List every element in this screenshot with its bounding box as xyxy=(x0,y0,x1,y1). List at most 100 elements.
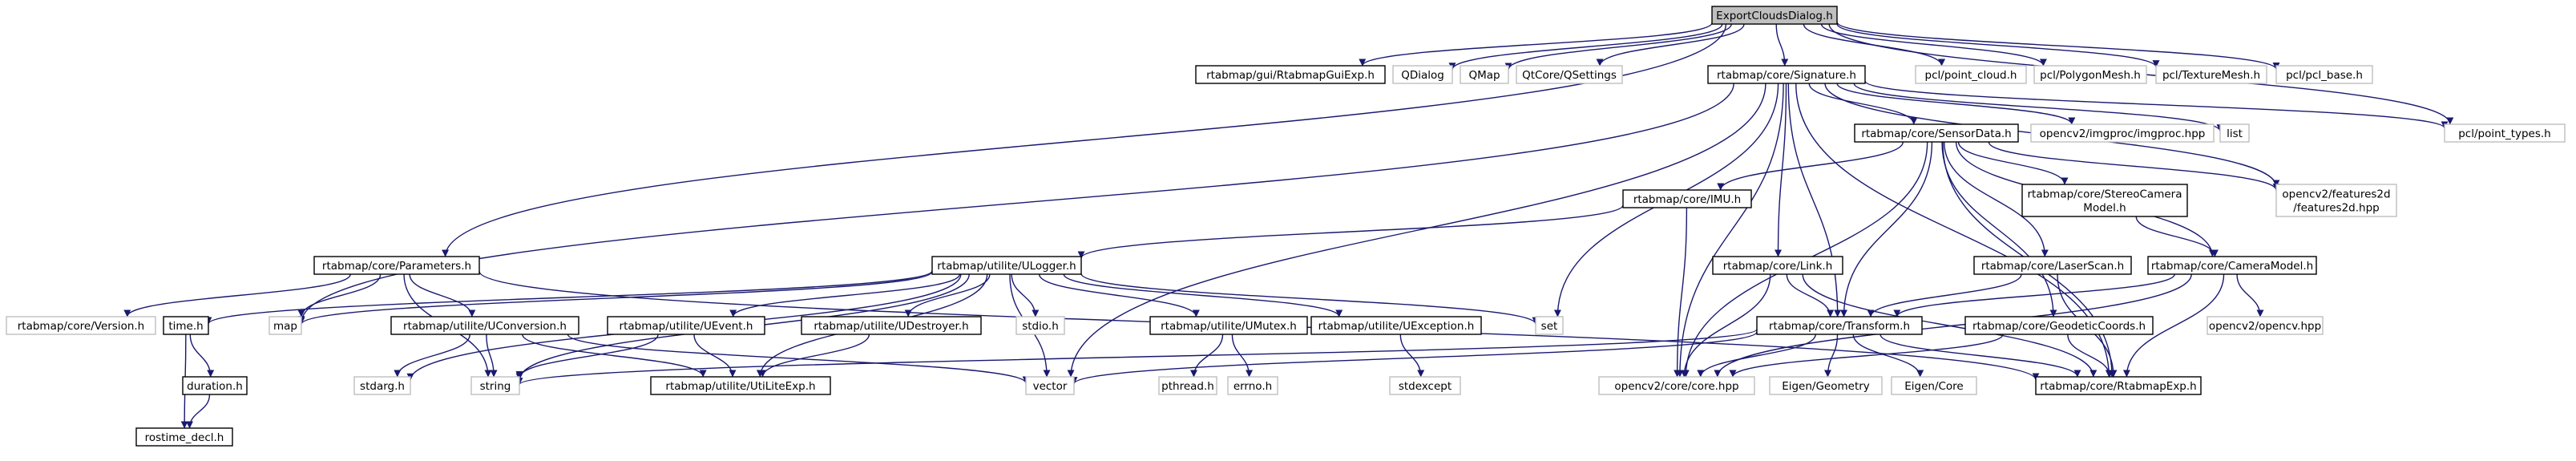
node-cameramodel[interactable]: rtabmap/core/CameraModel.h xyxy=(2147,256,2317,275)
node-box-qdialog xyxy=(1392,65,1453,84)
edge-uconversion-to-vector xyxy=(567,334,1030,384)
node-label-rostime: rostime_decl.h xyxy=(145,431,224,444)
node-rostime[interactable]: rostime_decl.h xyxy=(135,427,233,447)
node-box-version xyxy=(6,316,156,335)
node-signature[interactable]: rtabmap/core/Signature.h xyxy=(1707,65,1866,84)
edge-ulogger-to-uexception xyxy=(1063,273,1343,317)
node-umutex[interactable]: rtabmap/utilite/UMutex.h xyxy=(1149,316,1308,335)
node-label-texturemesh: pcl/TextureMesh.h xyxy=(2162,69,2260,82)
node-box-transform xyxy=(1756,316,1923,335)
node-label-sensordata: rtabmap/core/SensorData.h xyxy=(1861,127,2011,140)
node-label-imu: rtabmap/core/IMU.h xyxy=(1633,193,1741,206)
node-rtabmapexp[interactable]: rtabmap/core/RtabmapExp.h xyxy=(2035,376,2202,395)
edge-umutex-to-errno xyxy=(1231,334,1254,378)
node-pclbase: pcl/pcl_base.h xyxy=(2275,65,2373,84)
node-label-set: set xyxy=(1541,320,1558,333)
edge-signature-to-pointtypes xyxy=(1864,80,2449,129)
node-label-opencvhpp: opencv2/opencv.hpp xyxy=(2209,320,2321,333)
node-box-uexception xyxy=(1310,316,1482,335)
edge-link-to-transform xyxy=(1786,273,1835,317)
node-label-eigencore: Eigen/Core xyxy=(1904,380,1964,393)
node-box-stdio xyxy=(1015,316,1065,335)
node-label-stereo-line-2: Model.h xyxy=(2083,202,2126,215)
node-box-opencvhpp xyxy=(2207,316,2324,335)
node-texturemesh: pcl/TextureMesh.h xyxy=(2155,65,2267,84)
node-box-list xyxy=(2219,123,2250,143)
node-uliteexp[interactable]: rtabmap/utilite/UtiLiteExp.h xyxy=(650,376,831,395)
node-root[interactable]: ExportCloudsDialog.h xyxy=(1711,6,1838,25)
node-label-duration: duration.h xyxy=(187,380,243,393)
node-uexception[interactable]: rtabmap/utilite/UException.h xyxy=(1310,316,1482,335)
node-sensordata[interactable]: rtabmap/core/SensorData.h xyxy=(1854,123,2019,143)
node-uconversion[interactable]: rtabmap/utilite/UConversion.h xyxy=(390,316,579,335)
node-box-stdarg xyxy=(353,376,411,395)
node-label-corehpp: opencv2/core/core.hpp xyxy=(1614,380,1738,393)
node-label-uliteexp: rtabmap/utilite/UtiLiteExp.h xyxy=(665,380,815,393)
node-label-map: map xyxy=(273,320,297,333)
edge-cameramodel-to-transform xyxy=(1893,273,2175,317)
node-link[interactable]: rtabmap/core/Link.h xyxy=(1712,256,1843,275)
edge-ulogger-to-map xyxy=(297,271,933,325)
node-label-signature: rtabmap/core/Signature.h xyxy=(1717,69,1856,82)
node-box-pointcloud xyxy=(1915,65,2027,84)
node-box-geodetic xyxy=(1964,316,2154,335)
node-qmap: QMap xyxy=(1460,65,1509,84)
node-pthread: pthread.h xyxy=(1158,376,1217,395)
edge-signature-to-sensordata xyxy=(1808,83,1918,125)
edge-laserscan-to-transform xyxy=(1867,273,2022,317)
edge-ulogger-to-time xyxy=(204,270,933,325)
node-box-polygonmesh xyxy=(2033,65,2147,84)
node-transform[interactable]: rtabmap/core/Transform.h xyxy=(1756,316,1923,335)
node-stdarg: stdarg.h xyxy=(353,376,411,395)
node-pointcloud: pcl/point_cloud.h xyxy=(1915,65,2027,84)
node-box-uliteexp xyxy=(650,376,831,395)
edge-sensordata-to-features2d xyxy=(1988,141,2280,191)
node-corehpp: opencv2/core/core.hpp xyxy=(1598,376,1755,395)
node-guiexp[interactable]: rtabmap/gui/RtabmapGuiExp.h xyxy=(1195,65,1386,84)
node-label-transform: rtabmap/core/Transform.h xyxy=(1769,320,1910,333)
node-box-pointtypes xyxy=(2444,123,2566,143)
node-imu[interactable]: rtabmap/core/IMU.h xyxy=(1622,189,1752,208)
node-ulogger[interactable]: rtabmap/utilite/ULogger.h xyxy=(931,256,1082,275)
edge-sensordata-to-laserscan xyxy=(1943,141,2049,257)
node-box-eigencore xyxy=(1891,376,1977,395)
edge-root-to-polygonmesh xyxy=(1820,23,2047,67)
node-box-stdexcept xyxy=(1389,376,1461,395)
node-qsettings: QtCore/QSettings xyxy=(1516,65,1623,84)
node-box-pthread xyxy=(1158,376,1217,395)
node-box-signature xyxy=(1707,65,1866,84)
edge-link-to-corehpp xyxy=(1680,273,1771,378)
node-geodetic[interactable]: rtabmap/core/GeodeticCoords.h xyxy=(1964,316,2154,335)
node-duration[interactable]: duration.h xyxy=(182,376,248,395)
node-box-rostime xyxy=(135,427,233,447)
edge-root-to-signature xyxy=(1775,23,1789,67)
node-box-cameramodel xyxy=(2147,256,2317,275)
edge-transform-to-eigengeom xyxy=(1823,334,1839,378)
node-uevent[interactable]: rtabmap/utilite/UEvent.h xyxy=(607,316,765,335)
edge-cameramodel-to-rtabmapexp xyxy=(2122,273,2225,378)
node-box-umutex xyxy=(1149,316,1308,335)
node-parameters[interactable]: rtabmap/core/Parameters.h xyxy=(313,256,480,275)
node-laserscan[interactable]: rtabmap/core/LaserScan.h xyxy=(1973,256,2132,275)
node-udestroyer[interactable]: rtabmap/utilite/UDestroyer.h xyxy=(801,316,982,335)
node-label-guiexp: rtabmap/gui/RtabmapGuiExp.h xyxy=(1206,69,1375,82)
node-label-link: rtabmap/core/Link.h xyxy=(1723,260,1833,273)
edge-root-to-texturemesh xyxy=(1836,23,2160,68)
node-label-cameramodel: rtabmap/core/CameraModel.h xyxy=(2151,260,2313,273)
node-time[interactable]: time.h xyxy=(163,316,209,335)
edge-root-to-parameters xyxy=(442,23,1727,257)
node-label-string: string xyxy=(480,380,511,393)
edge-parameters-to-map xyxy=(297,273,382,317)
node-box-uconversion xyxy=(390,316,579,335)
node-label-qdialog: QDialog xyxy=(1401,69,1444,82)
edge-time-to-duration xyxy=(189,334,215,378)
edge-geodetic-to-rtabmapexp xyxy=(2067,334,2114,378)
edge-ulogger-to-umutex xyxy=(1038,273,1200,317)
node-label-pointcloud: pcl/point_cloud.h xyxy=(1925,69,2017,82)
node-map: map xyxy=(269,316,302,335)
edge-root-to-pclbase xyxy=(1836,22,2280,70)
node-box-imu xyxy=(1622,189,1752,208)
edge-transform-to-string xyxy=(515,329,1758,386)
node-box-guiexp xyxy=(1195,65,1386,84)
